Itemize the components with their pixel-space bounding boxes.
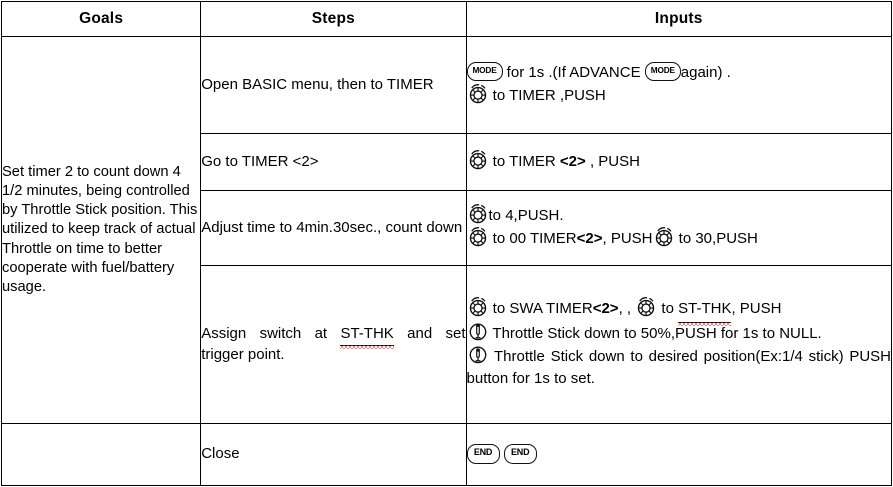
rotary-dial-icon[interactable] [467, 83, 489, 105]
end-button-icon[interactable]: END [466, 444, 500, 465]
inputs-cell-2: to TIMER <2> , PUSH [465, 133, 893, 191]
input-text: to SWA TIMER [488, 299, 593, 317]
mode-button-icon[interactable]: MODE [644, 61, 681, 81]
input-line: to 00 TIMER<2>, PUSH to 30,PUSH [467, 226, 891, 251]
steps-text-suffix: and set trigger point. [201, 325, 466, 363]
input-text: , PUSH [602, 230, 653, 247]
input-text: Throttle Stick down to desired position(… [466, 347, 891, 388]
rotary-dial-icon[interactable] [467, 226, 489, 248]
mode-button-icon[interactable]: MODE [466, 61, 503, 81]
input-line: to 4,PUSH. [467, 203, 891, 228]
table-header-row: Goals Steps Inputs [0, 1, 893, 37]
table-row: Go to TIMER <2> to TIMER <2> , PUSH [2, 133, 893, 191]
column-header-goals: Goals [0, 1, 202, 37]
input-text: , , [618, 299, 636, 317]
input-text: , PUSH [731, 299, 782, 317]
input-text: to 00 TIMER [488, 230, 577, 247]
input-text: Throttle Stick down to 50%,PUSH for 1s t… [488, 324, 822, 342]
rotary-dial-icon[interactable] [467, 149, 489, 171]
input-line: to SWA TIMER<2>, , to ST-THK, PUSH [467, 296, 891, 326]
rotary-dial-icon[interactable] [635, 296, 657, 318]
input-line: Throttle Stick down to 50%,PUSH for 1s t… [467, 323, 891, 346]
input-emphasis: <2> [559, 152, 586, 170]
throttle-stick-icon[interactable] [467, 320, 489, 342]
table-body: Set timer 2 to count down 4 1/2 minutes,… [0, 36, 893, 486]
end-button-icon[interactable]: END [503, 444, 537, 465]
input-text: to 30,PUSH [674, 230, 758, 247]
inputs-cell-5: END END [465, 423, 893, 486]
input-line: Throttle Stick down to desired position(… [467, 346, 891, 392]
table-row: Set timer 2 to count down 4 1/2 minutes,… [0, 36, 893, 424]
input-text: again) . [680, 64, 731, 82]
input-text: to TIMER ,PUSH [488, 87, 606, 104]
steps-cell-1: Open BASIC menu, then to TIMER [200, 36, 467, 134]
input-emphasis: <2> [576, 230, 603, 247]
rotary-dial-icon[interactable] [653, 226, 675, 248]
goals-cell: Set timer 2 to count down 4 1/2 minutes,… [0, 36, 202, 424]
input-line: END END [466, 443, 891, 466]
throttle-stick-down-icon[interactable] [467, 343, 489, 365]
steps-text-spellchecked: ST-THK [340, 325, 395, 349]
input-emphasis: <2> [592, 299, 619, 317]
steps-text-prefix: Assign switch at [201, 325, 341, 343]
inputs-cell-4: to SWA TIMER<2>, , to ST-THK, PUSH Throt… [465, 265, 893, 424]
goals-cell-empty [0, 423, 202, 486]
inputs-cell-3: to 4,PUSH. to 00 TIMER<2>, PUSH to 30,PU… [465, 190, 893, 266]
input-text: to [657, 299, 679, 317]
column-header-steps: Steps [200, 1, 467, 37]
table-row: Adjust time to 4min.30sec., count down t… [2, 190, 893, 266]
steps-cell-4: Assign switch at ST-THK and set trigger … [200, 265, 467, 424]
input-text: , PUSH [585, 152, 640, 170]
input-line: to TIMER ,PUSH [467, 83, 891, 108]
input-text: to TIMER [488, 152, 560, 170]
table-row: Close END END [0, 423, 893, 486]
rotary-dial-icon[interactable] [467, 296, 489, 318]
column-header-inputs: Inputs [465, 1, 893, 37]
steps-cell-2: Go to TIMER <2> [200, 133, 467, 191]
input-text: to 4,PUSH. [488, 207, 564, 225]
steps-cell-3: Adjust time to 4min.30sec., count down [200, 190, 467, 266]
steps-cell-5: Close [200, 423, 467, 486]
rotary-dial-icon[interactable] [467, 203, 489, 225]
input-line: to TIMER <2> , PUSH [467, 149, 891, 174]
input-text: for 1s .(If ADVANCE [502, 64, 645, 82]
table-row: Assign switch at ST-THK and set trigger … [2, 265, 893, 424]
input-spellchecked-text: ST-THK [678, 298, 732, 326]
